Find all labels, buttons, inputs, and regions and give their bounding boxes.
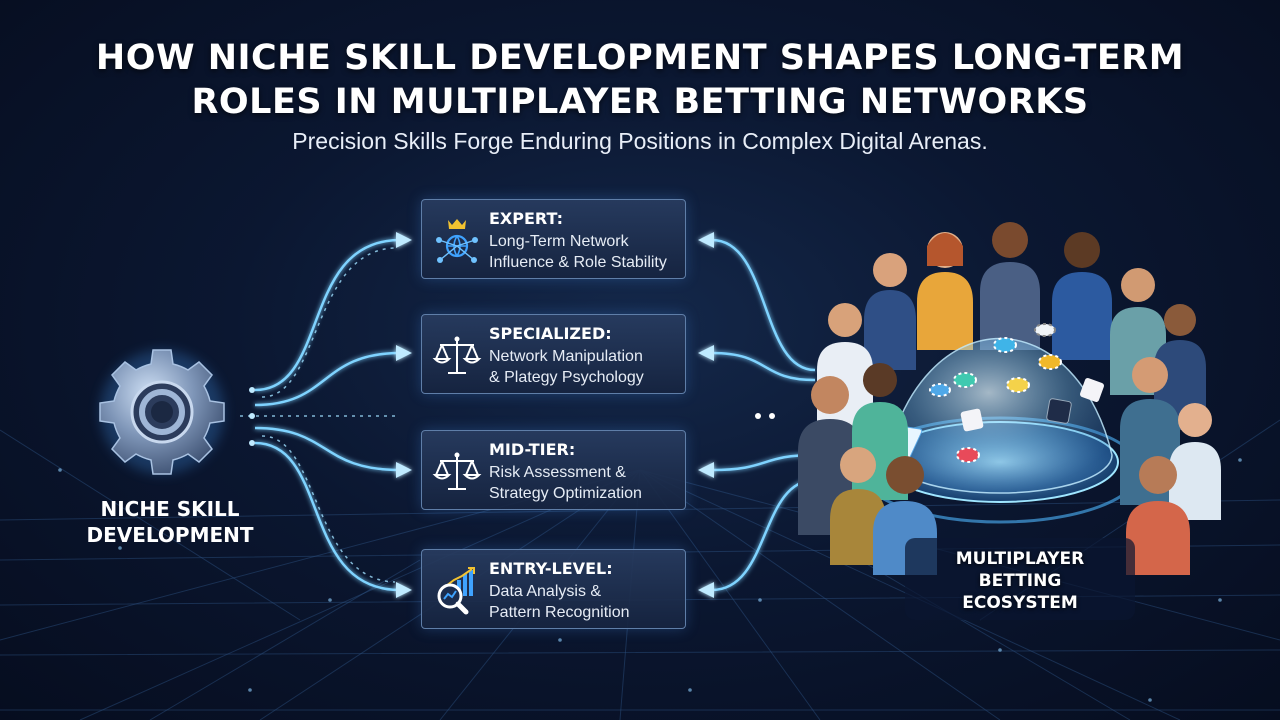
tier-mid-desc-line-1: Risk Assessment & <box>489 464 626 481</box>
left-arrowheads <box>396 232 412 598</box>
mid-dots <box>755 413 775 419</box>
ecosystem-label-shade <box>905 538 1135 620</box>
left-connectors <box>254 238 401 592</box>
page-title: HOW NICHE SKILL DEVELOPMENT SHAPES LONG-… <box>0 36 1280 124</box>
crown-network-icon <box>436 219 478 263</box>
ecosystem-label-line-3: ECOSYSTEM <box>962 593 1078 613</box>
tier-mid-level: MID-TIER: <box>489 440 576 459</box>
tier-expert-desc-line-1: Long-Term Network <box>489 233 629 250</box>
chart-magnifier-icon <box>437 567 475 615</box>
tier-entry-level: ENTRY-LEVEL: <box>489 559 613 578</box>
tier-entry-desc-line-1: Data Analysis & <box>489 583 602 600</box>
ecosystem-label: MULTIPLAYER BETTING ECOSYSTEM <box>900 548 1140 614</box>
source-node-label-line-1: NICHE SKILL <box>100 497 240 521</box>
tier-mid: MID-TIER: Risk Assessment & Strategy Opt… <box>421 430 686 510</box>
crowd-globe-illustration <box>798 222 1221 620</box>
tier-specialized: SPECIALIZED: Network Manipulation & Plat… <box>421 314 686 394</box>
gear-icon <box>99 349 225 475</box>
ecosystem-label-line-1: MULTIPLAYER <box>955 549 1085 569</box>
crowd-front <box>798 357 1221 575</box>
page-title-line-1: HOW NICHE SKILL DEVELOPMENT SHAPES LONG-… <box>95 38 1185 78</box>
holo-globe <box>887 337 1113 494</box>
tier-expert: EXPERT: Long-Term Network Influence & Ro… <box>421 199 686 279</box>
tier-specialized-desc: Network Manipulation & Plategy Psycholog… <box>489 346 644 388</box>
tier-entry-desc: Data Analysis & Pattern Recognition <box>489 581 630 623</box>
tier-expert-desc-line-2: Influence & Role Stability <box>489 254 667 271</box>
source-node-label-line-2: DEVELOPMENT <box>86 523 254 547</box>
right-arrowheads <box>698 232 714 598</box>
page-subtitle: Precision Skills Forge Enduring Position… <box>292 128 988 154</box>
dice <box>960 378 1104 432</box>
tier-expert-level: EXPERT: <box>489 209 563 228</box>
tier-specialized-level: SPECIALIZED: <box>489 324 612 343</box>
ecosystem-label-line-2: BETTING <box>978 571 1062 591</box>
tier-specialized-desc-line-2: & Plategy Psychology <box>489 369 644 386</box>
tier-expert-desc: Long-Term Network Influence & Role Stabi… <box>489 231 667 273</box>
tier-entry-desc-line-2: Pattern Recognition <box>489 604 630 621</box>
tier-mid-desc-line-2: Strategy Optimization <box>489 485 642 502</box>
balance-scale-icon <box>432 452 482 490</box>
betting-chips <box>929 323 1062 463</box>
page-title-line-2: ROLES IN MULTIPLAYER BETTING NETWORKS <box>191 82 1089 122</box>
grid-nodes <box>58 458 1242 702</box>
right-connectors <box>711 238 816 592</box>
balance-scale-icon <box>432 336 482 374</box>
tier-specialized-desc-line-1: Network Manipulation <box>489 348 643 365</box>
tier-mid-desc: Risk Assessment & Strategy Optimization <box>489 462 642 504</box>
left-connectors-dashed <box>240 247 396 583</box>
tier-entry: ENTRY-LEVEL: Data Analysis & Pattern Rec… <box>421 549 686 629</box>
source-dots <box>249 387 255 446</box>
source-node-label: NICHE SKILL DEVELOPMENT <box>50 496 290 548</box>
